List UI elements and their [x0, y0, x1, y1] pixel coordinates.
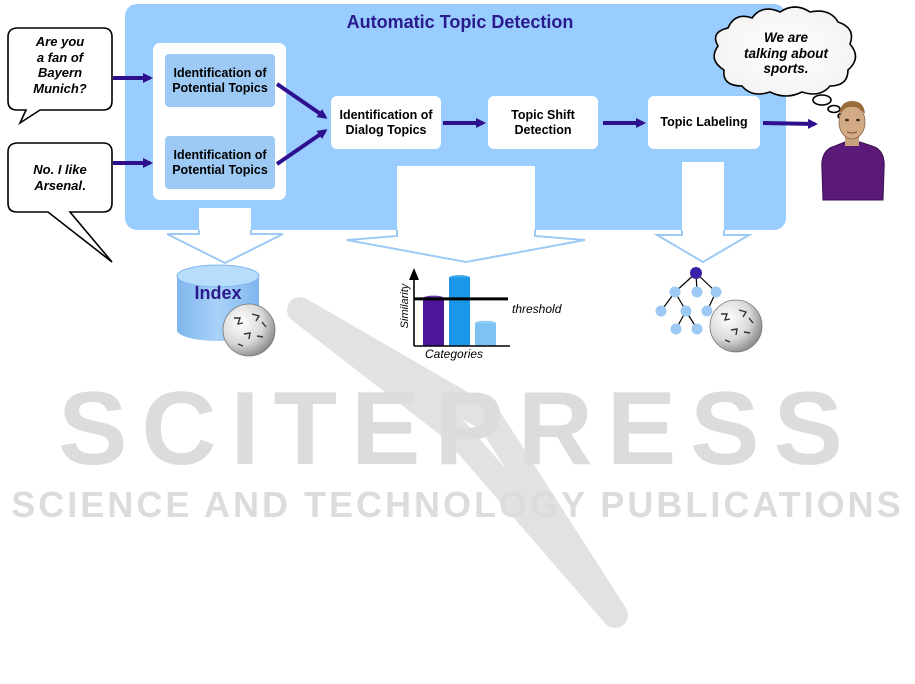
- threshold-label: threshold: [512, 302, 562, 316]
- thought-bubble: [713, 6, 857, 120]
- similarity-bar: [475, 323, 496, 346]
- similarity-bar: [449, 277, 470, 346]
- watermark-compass: [287, 297, 628, 628]
- answer-team: Arsenal: [34, 177, 83, 193]
- funnel-arrow-index: [166, 208, 284, 265]
- y-axis-arrowhead: [409, 268, 419, 280]
- watermark-sub: SCIENCE AND TECHNOLOGY PUBLICATIONS: [11, 484, 904, 525]
- answer-text: No. I like Arsenal.: [33, 162, 87, 193]
- question-text: Are you a fan of Bayern Munich?: [33, 34, 87, 96]
- arrow-labeling-to-agent: [762, 118, 818, 129]
- answer-period: .: [82, 177, 86, 193]
- similarity-chart: [409, 268, 510, 347]
- topic-shift-box: Topic Shift Detection: [488, 96, 598, 149]
- arrow-potential2-to-dialog: [275, 129, 328, 166]
- agent-thought-text: We are talking about sports.: [744, 30, 828, 76]
- index-label: Index: [194, 283, 242, 303]
- funnel-arrow-labeling: [653, 162, 753, 264]
- diagram-title: Automatic Topic Detection: [346, 12, 574, 32]
- potential-topics-box-2: Identification of Potential Topics: [165, 136, 275, 189]
- wikipedia-globe-icon: [709, 299, 763, 353]
- topic-tree-icon: [655, 267, 722, 335]
- chart-x-label: Categories: [425, 347, 484, 361]
- arrow-potential1-to-dialog: [275, 82, 328, 119]
- similarity-bar-top: [449, 275, 470, 281]
- speech-bubble-answer: [7, 142, 113, 263]
- speech-bubble-question: [7, 27, 113, 126]
- chart-y-label: Similarity: [399, 283, 411, 329]
- watermark-main: SCITEPRESS: [58, 371, 857, 487]
- automatic-topic-detection-panel: [125, 4, 786, 230]
- wikipedia-globe-icon: [222, 303, 276, 357]
- potential-topics-box-1: Identification of Potential Topics: [165, 54, 275, 107]
- dialog-topics-box: Identification of Dialog Topics: [331, 96, 441, 149]
- similarity-bar-top: [475, 320, 496, 326]
- funnel-arrow-similarity: [346, 166, 586, 264]
- similarity-bar: [423, 298, 444, 346]
- topic-labeling-box: Topic Labeling: [648, 96, 760, 149]
- agent-avatar: [821, 101, 885, 201]
